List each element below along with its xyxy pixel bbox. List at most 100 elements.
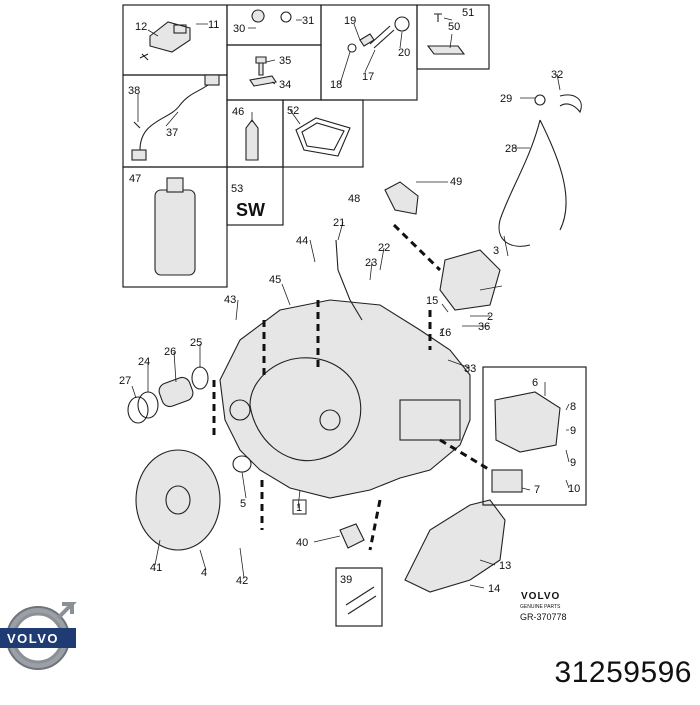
drawing-logo-block: VOLVO GENUINE PARTS GR-370778 bbox=[520, 591, 567, 622]
tube-part-21 bbox=[335, 239, 363, 321]
guide-dash bbox=[439, 438, 491, 472]
bolt-part-38 bbox=[133, 121, 141, 129]
callout-21: 21 bbox=[333, 217, 345, 229]
nut-part-19 bbox=[359, 33, 375, 47]
callout-25: 25 bbox=[190, 337, 202, 349]
callout-44: 44 bbox=[296, 235, 308, 247]
callout-47: 47 bbox=[129, 173, 141, 185]
bolt-part-12 bbox=[139, 53, 149, 61]
callout-24: 24 bbox=[138, 356, 150, 368]
leader-lines bbox=[131, 17, 570, 589]
dashed-guides bbox=[212, 223, 491, 551]
sensor-wire-part-37 bbox=[139, 81, 213, 151]
callout-27: 27 bbox=[119, 375, 131, 387]
inset-box-34-35 bbox=[226, 44, 322, 101]
callout-13: 13 bbox=[499, 560, 511, 572]
callout-7: 7 bbox=[534, 484, 540, 496]
gasket-inner bbox=[301, 122, 345, 151]
torque-converter-part-4 bbox=[135, 449, 221, 551]
callout-14: 14 bbox=[488, 583, 500, 595]
bolt-part-35 bbox=[255, 56, 267, 76]
callout-18: 18 bbox=[330, 79, 342, 91]
output-seal-port bbox=[229, 399, 251, 421]
callout-4: 4 bbox=[201, 567, 207, 579]
volvo-corner-logo: VOLVO bbox=[0, 602, 77, 670]
callout-31: 31 bbox=[302, 15, 314, 27]
gasket-part-52 bbox=[295, 117, 351, 157]
clip-part-32 bbox=[559, 94, 582, 114]
callout-32: 32 bbox=[551, 69, 563, 81]
input-shaft bbox=[319, 409, 341, 431]
callout-15: 15 bbox=[426, 295, 438, 307]
callout-20: 20 bbox=[398, 47, 410, 59]
callout-51: 51 bbox=[462, 7, 474, 19]
plug-part-30 bbox=[251, 9, 265, 23]
inset-part-drawings bbox=[131, 9, 466, 615]
sensor-head bbox=[131, 149, 147, 161]
callout-12: 12 bbox=[135, 21, 147, 33]
oil-pan-part-13 bbox=[404, 499, 506, 593]
guide-dash bbox=[368, 499, 382, 551]
valve-body-area bbox=[399, 399, 461, 441]
callout-11: 11 bbox=[208, 19, 219, 31]
callout-3: 3 bbox=[493, 245, 499, 257]
callout-30: 30 bbox=[233, 23, 245, 35]
transmission-assembly bbox=[127, 94, 587, 593]
callout-36: 36 bbox=[478, 321, 490, 333]
seal-part-27 bbox=[127, 396, 149, 424]
callout-6: 6 bbox=[532, 377, 538, 389]
sealant-code-label: SW bbox=[236, 200, 265, 220]
drawing-genuine-parts-text: GENUINE PARTS bbox=[520, 604, 561, 610]
bottle-cap bbox=[166, 177, 184, 193]
callout-10: 10 bbox=[568, 483, 580, 495]
bushing-part-26 bbox=[158, 376, 194, 408]
volvo-corner-logo-text: VOLVO bbox=[7, 631, 59, 646]
bracket-part-48 bbox=[384, 181, 419, 215]
callout-1: 1 bbox=[296, 502, 302, 514]
callout-19: 19 bbox=[344, 15, 356, 27]
callout-45: 45 bbox=[269, 274, 281, 286]
gasket-strips-part-39 bbox=[345, 586, 377, 615]
callout-41: 41 bbox=[150, 562, 162, 574]
callout-8: 8 bbox=[570, 401, 576, 413]
valve-body-part-6 bbox=[494, 391, 561, 453]
callout-22: 22 bbox=[378, 242, 390, 254]
callout-53: 53 bbox=[231, 183, 243, 195]
inset-box-39 bbox=[335, 567, 383, 627]
plug-part-40 bbox=[339, 523, 365, 549]
transmission-housing bbox=[219, 299, 471, 499]
callout-29: 29 bbox=[500, 93, 512, 105]
plate-part-50 bbox=[426, 45, 466, 55]
washer-part-18 bbox=[347, 43, 357, 53]
sealant-tube-part-46 bbox=[245, 119, 259, 161]
callout-28: 28 bbox=[505, 143, 517, 155]
inset-box-52 bbox=[282, 99, 364, 168]
seal-part-20 bbox=[394, 16, 410, 32]
callout-46: 46 bbox=[232, 106, 244, 118]
clip-part-34 bbox=[249, 75, 277, 87]
inset-leaders bbox=[137, 17, 453, 127]
oring-part-29 bbox=[534, 94, 546, 106]
callout-34: 34 bbox=[279, 79, 291, 91]
inset-box-50-51 bbox=[416, 4, 490, 70]
sensor-plug bbox=[204, 74, 220, 86]
inset-box-53 bbox=[226, 166, 284, 226]
callout-17: 17 bbox=[362, 71, 374, 83]
callout-9: 9 bbox=[570, 425, 576, 437]
callout-43: 43 bbox=[224, 294, 236, 306]
inset-box-6-10 bbox=[482, 366, 587, 506]
callout-26: 26 bbox=[164, 346, 176, 358]
callout-33: 33 bbox=[464, 363, 476, 375]
callout-2: 2 bbox=[487, 311, 493, 323]
callout-39: 39 bbox=[340, 574, 352, 586]
callout-5: 5 bbox=[240, 498, 246, 510]
bell-housing-opening bbox=[249, 357, 362, 462]
volvo-diagonal-bar bbox=[0, 628, 76, 648]
drawing-volvo-logo: VOLVO bbox=[521, 591, 560, 602]
inset-boxes bbox=[122, 4, 490, 627]
wiring-harness-part-28 bbox=[498, 119, 567, 247]
callout-49: 49 bbox=[450, 176, 462, 188]
callout-labels: 11 12 30 31 35 34 19 20 18 17 51 50 38 3… bbox=[119, 7, 580, 595]
